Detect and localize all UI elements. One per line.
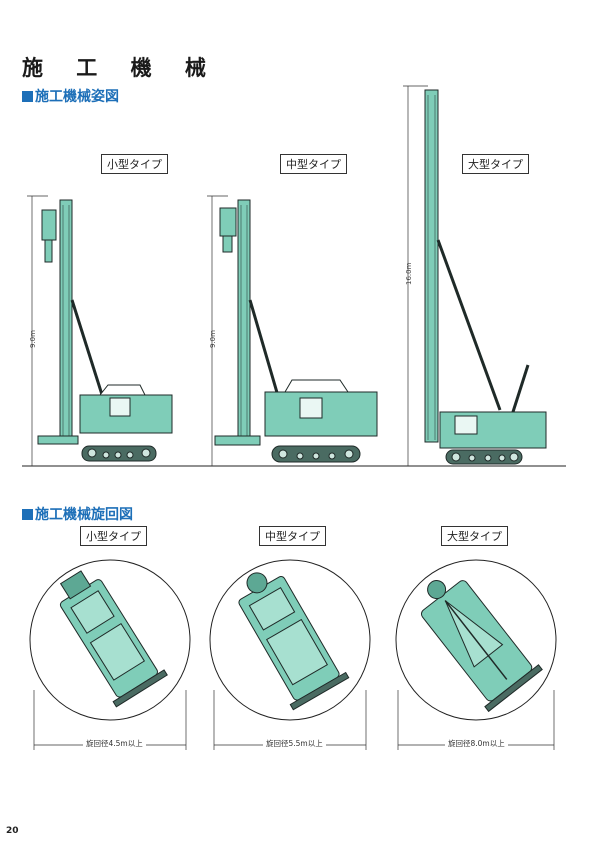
height-label-medium: 9.0m <box>209 330 217 348</box>
swing-radius-drawings <box>29 559 557 750</box>
section-marker-icon <box>22 91 33 102</box>
large-machine-profile <box>424 89 547 465</box>
radius-label-large: 旋回径8.0m以上 <box>445 738 508 749</box>
small-front-jack <box>37 435 79 445</box>
large-machine-top <box>420 580 543 713</box>
large-gantry <box>510 364 530 416</box>
large-leader-mast <box>424 89 439 443</box>
section-heading-profile: 施工機械姿図 <box>22 86 119 106</box>
small-auger-head <box>41 209 57 241</box>
section-heading-swing: 施工機械旋回図 <box>22 504 133 524</box>
machine-profile-drawings <box>22 85 566 467</box>
height-label-small: 9.0m <box>29 330 37 348</box>
height-dimension-small <box>27 195 48 466</box>
large-backstay <box>436 239 502 411</box>
type-label-medium: 中型タイプ <box>280 154 347 174</box>
type-label-small: 小型タイプ <box>101 154 168 174</box>
section-marker-icon <box>22 509 33 520</box>
small-leader-mast <box>59 199 73 443</box>
medium-leader-mast <box>237 199 251 441</box>
radius-label-small: 旋回径4.5m以上 <box>83 738 146 749</box>
type-label-large: 大型タイプ <box>462 154 529 174</box>
medium-machine-top <box>238 572 350 711</box>
swing-type-label-medium: 中型タイプ <box>259 526 326 546</box>
height-dimension-medium <box>207 195 228 466</box>
small-machine-profile <box>37 199 173 462</box>
swing-type-label-small: 小型タイプ <box>80 526 147 546</box>
section-heading-swing-text: 施工機械旋回図 <box>35 507 133 523</box>
swing-type-label-large: 大型タイプ <box>441 526 508 546</box>
section-heading-profile-text: 施工機械姿図 <box>35 89 119 105</box>
radius-label-medium: 旋回径5.5m以上 <box>263 738 326 749</box>
small-machine-top <box>59 570 168 708</box>
medium-machine-profile <box>214 199 378 463</box>
medium-auger-head <box>219 207 237 237</box>
height-dimension-large <box>403 85 428 466</box>
height-label-large: 16.0m <box>405 262 413 285</box>
medium-front-jack <box>214 435 261 446</box>
page-number: 20 <box>6 826 19 836</box>
page-title: 施 工 機 械 <box>22 56 219 80</box>
